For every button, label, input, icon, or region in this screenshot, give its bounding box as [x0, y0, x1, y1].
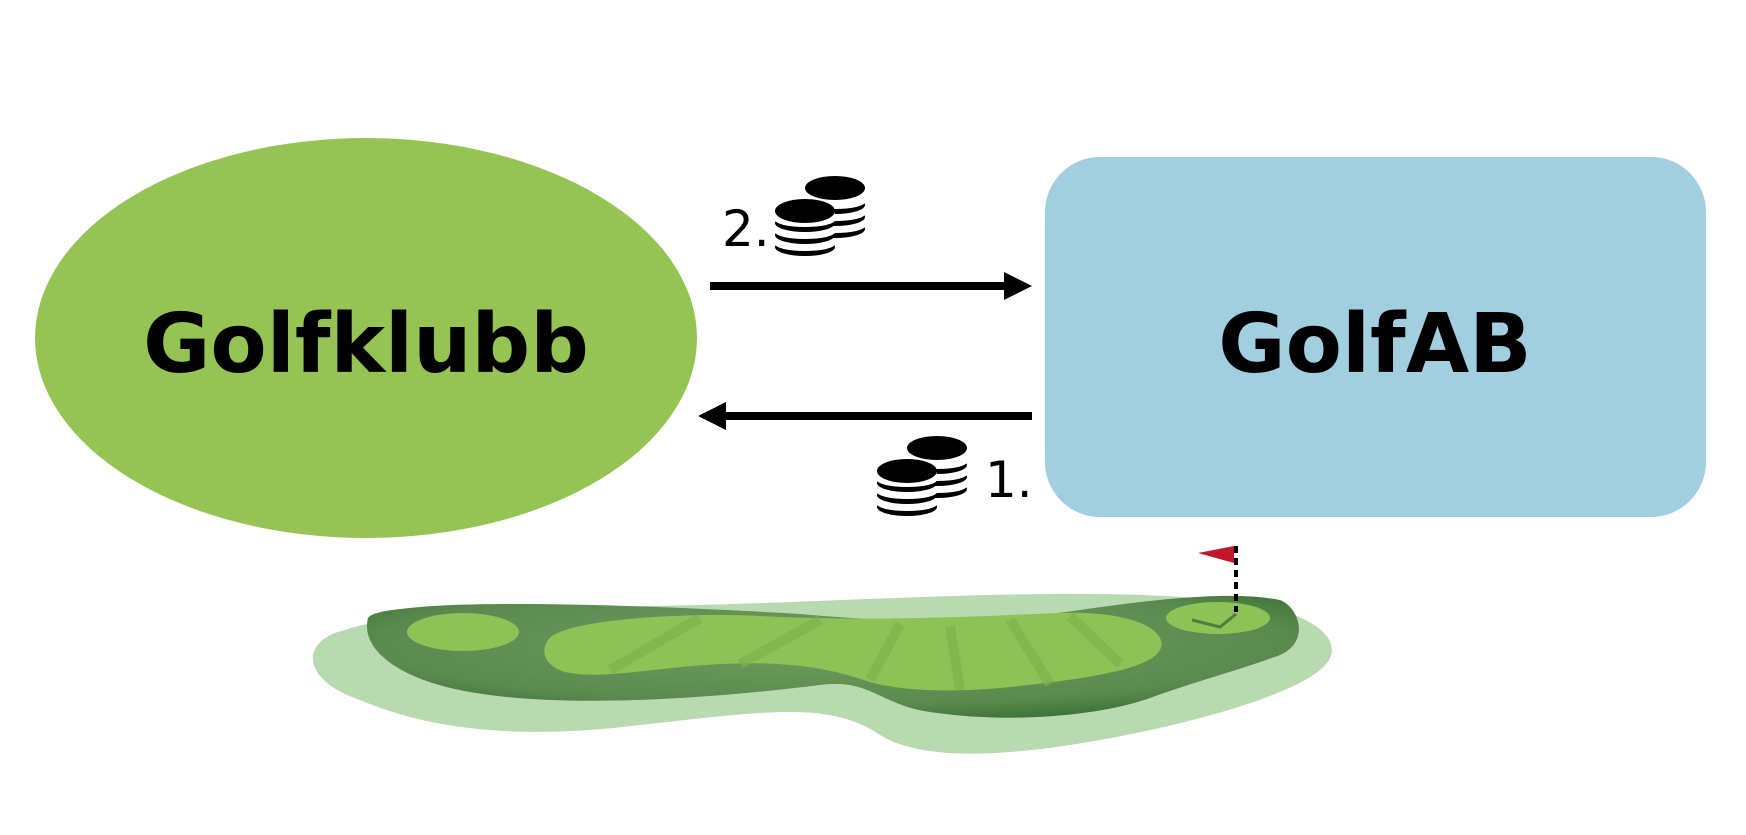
golfklubb-node: Golfklubb: [35, 138, 697, 538]
flow-to-golfklubb: 1.: [698, 402, 1033, 516]
golfab-label: GolfAB: [1218, 297, 1531, 392]
golfklubb-ellipse: [35, 138, 697, 538]
arrow-right-head: [1004, 272, 1032, 300]
course-fairway-light: [544, 612, 1162, 691]
course-green: [1166, 602, 1270, 634]
arrow-left-head: [698, 402, 726, 430]
golfklubb-label: Golfklubb: [143, 297, 589, 392]
coin-stack-icon: [775, 176, 865, 256]
golf-course-icon: [312, 546, 1332, 754]
step-2-label: 2.: [722, 200, 770, 258]
flow-to-golfab: 2.: [710, 176, 1032, 300]
course-stripes: [607, 612, 1124, 691]
coin-stack-icon: [877, 436, 967, 516]
course-tee: [407, 613, 519, 651]
step-1-label: 1.: [985, 451, 1033, 509]
golfab-box: [1045, 157, 1706, 517]
flag-icon: [1191, 546, 1238, 629]
golfab-node: GolfAB: [1045, 157, 1706, 517]
